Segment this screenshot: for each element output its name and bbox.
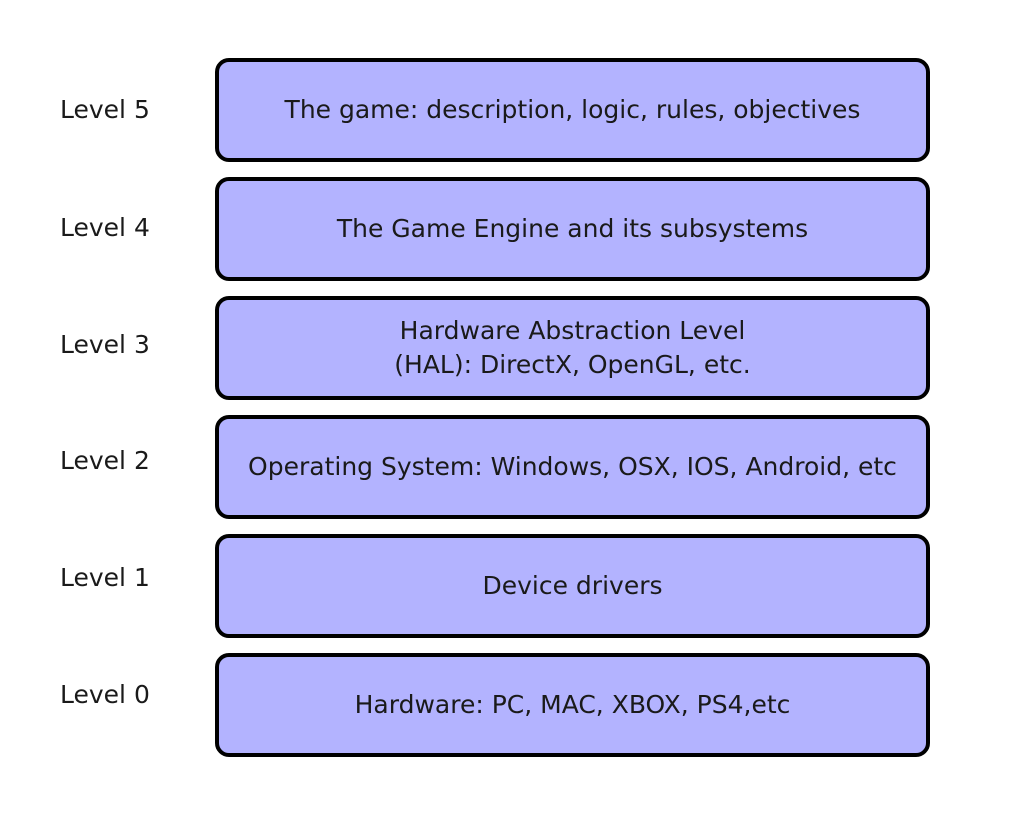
level-label-1: Level 1	[60, 563, 150, 592]
layer-box-4: The Game Engine and its subsystems	[215, 177, 930, 281]
layer-box-0: Hardware: PC, MAC, XBOX, PS4,etc	[215, 653, 930, 757]
level-label-0: Level 0	[60, 680, 150, 709]
level-label-5: Level 5	[60, 95, 150, 124]
layer-text-4: The Game Engine and its subsystems	[336, 214, 809, 243]
layer-box-1: Device drivers	[215, 534, 930, 638]
layer-text-2: Operating System: Windows, OSX, IOS, And…	[248, 452, 897, 481]
layer-text-3: Hardware Abstraction Level (HAL): Direct…	[394, 316, 751, 379]
layer-text-5: The game: description, logic, rules, obj…	[284, 95, 861, 124]
layer-box-3: Hardware Abstraction Level (HAL): Direct…	[215, 296, 930, 400]
layer-text-1: Device drivers	[482, 571, 663, 600]
layer-text-0: Hardware: PC, MAC, XBOX, PS4,etc	[354, 690, 791, 719]
level-label-3: Level 3	[60, 330, 150, 359]
layer-box-5: The game: description, logic, rules, obj…	[215, 58, 930, 162]
level-label-4: Level 4	[60, 213, 150, 242]
layer-box-2: Operating System: Windows, OSX, IOS, And…	[215, 415, 930, 519]
level-label-2: Level 2	[60, 446, 150, 475]
